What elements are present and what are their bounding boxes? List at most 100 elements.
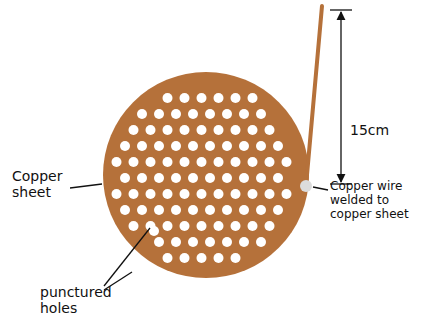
hole (239, 237, 249, 247)
part-label: Copper wire welded to copper sheet (330, 180, 422, 221)
hole (222, 237, 232, 247)
hole (180, 221, 190, 231)
hole (214, 157, 224, 167)
hole (154, 141, 164, 151)
hole (188, 109, 198, 119)
hole (239, 141, 249, 151)
hole (197, 157, 207, 167)
copper-wire (306, 6, 322, 186)
hole (137, 205, 147, 215)
hole (231, 253, 241, 263)
hole (205, 237, 215, 247)
hole (163, 125, 173, 135)
hole (205, 173, 215, 183)
hole (154, 205, 164, 215)
hole (163, 93, 173, 103)
hole (188, 237, 198, 247)
hole (146, 125, 156, 135)
hole (154, 109, 164, 119)
hole (214, 221, 224, 231)
hole (248, 93, 258, 103)
hole (137, 109, 147, 119)
hole (256, 141, 266, 151)
hole (205, 109, 215, 119)
copper-sheet (103, 72, 309, 278)
hole (214, 253, 224, 263)
hole (197, 93, 207, 103)
hole (180, 125, 190, 135)
hole (231, 157, 241, 167)
hole (163, 157, 173, 167)
hole (120, 205, 130, 215)
hole (222, 141, 232, 151)
hole (231, 189, 241, 199)
hole (273, 141, 283, 151)
hole (180, 189, 190, 199)
hole (171, 141, 181, 151)
hole (273, 173, 283, 183)
hole (112, 189, 122, 199)
hole (129, 189, 139, 199)
hole (222, 173, 232, 183)
hole (231, 221, 241, 231)
dimension-line (340, 12, 341, 182)
hole (180, 157, 190, 167)
hole (163, 253, 173, 263)
hole (205, 205, 215, 215)
hole (248, 221, 258, 231)
dimension-label: 15cm (350, 122, 410, 138)
hole (130, 269, 140, 279)
hole (256, 109, 266, 119)
hole (171, 173, 181, 183)
hole (214, 93, 224, 103)
hole (129, 125, 139, 135)
hole (154, 173, 164, 183)
hole (239, 109, 249, 119)
hole (214, 189, 224, 199)
hole (265, 157, 275, 167)
hole (231, 125, 241, 135)
hole (197, 221, 207, 231)
hole (231, 93, 241, 103)
hole (163, 221, 173, 231)
hole (137, 141, 147, 151)
hole (197, 125, 207, 135)
hole (239, 173, 249, 183)
hole (222, 205, 232, 215)
hole (188, 173, 198, 183)
hole (197, 253, 207, 263)
punctured-holes (112, 93, 292, 279)
leader-line (70, 184, 102, 188)
hole (171, 109, 181, 119)
part-label: punctured holes (40, 284, 130, 316)
hole (239, 205, 249, 215)
dimension-tick (330, 9, 352, 10)
hole (197, 189, 207, 199)
hole (180, 253, 190, 263)
hole (154, 237, 164, 247)
hole (248, 157, 258, 167)
hole (248, 189, 258, 199)
leader-line (313, 187, 328, 190)
hole (248, 125, 258, 135)
hole (112, 157, 122, 167)
hole (265, 221, 275, 231)
hole (256, 237, 266, 247)
hole (256, 173, 266, 183)
hole (214, 125, 224, 135)
hole (282, 157, 292, 167)
hole (120, 173, 130, 183)
hole (180, 93, 190, 103)
hole (129, 157, 139, 167)
hole (137, 173, 147, 183)
hole (171, 205, 181, 215)
hole (171, 237, 181, 247)
hole (129, 221, 139, 231)
hole (120, 141, 130, 151)
leader-line (104, 228, 150, 286)
hole (188, 141, 198, 151)
hole (265, 189, 275, 199)
hole (149, 226, 159, 236)
